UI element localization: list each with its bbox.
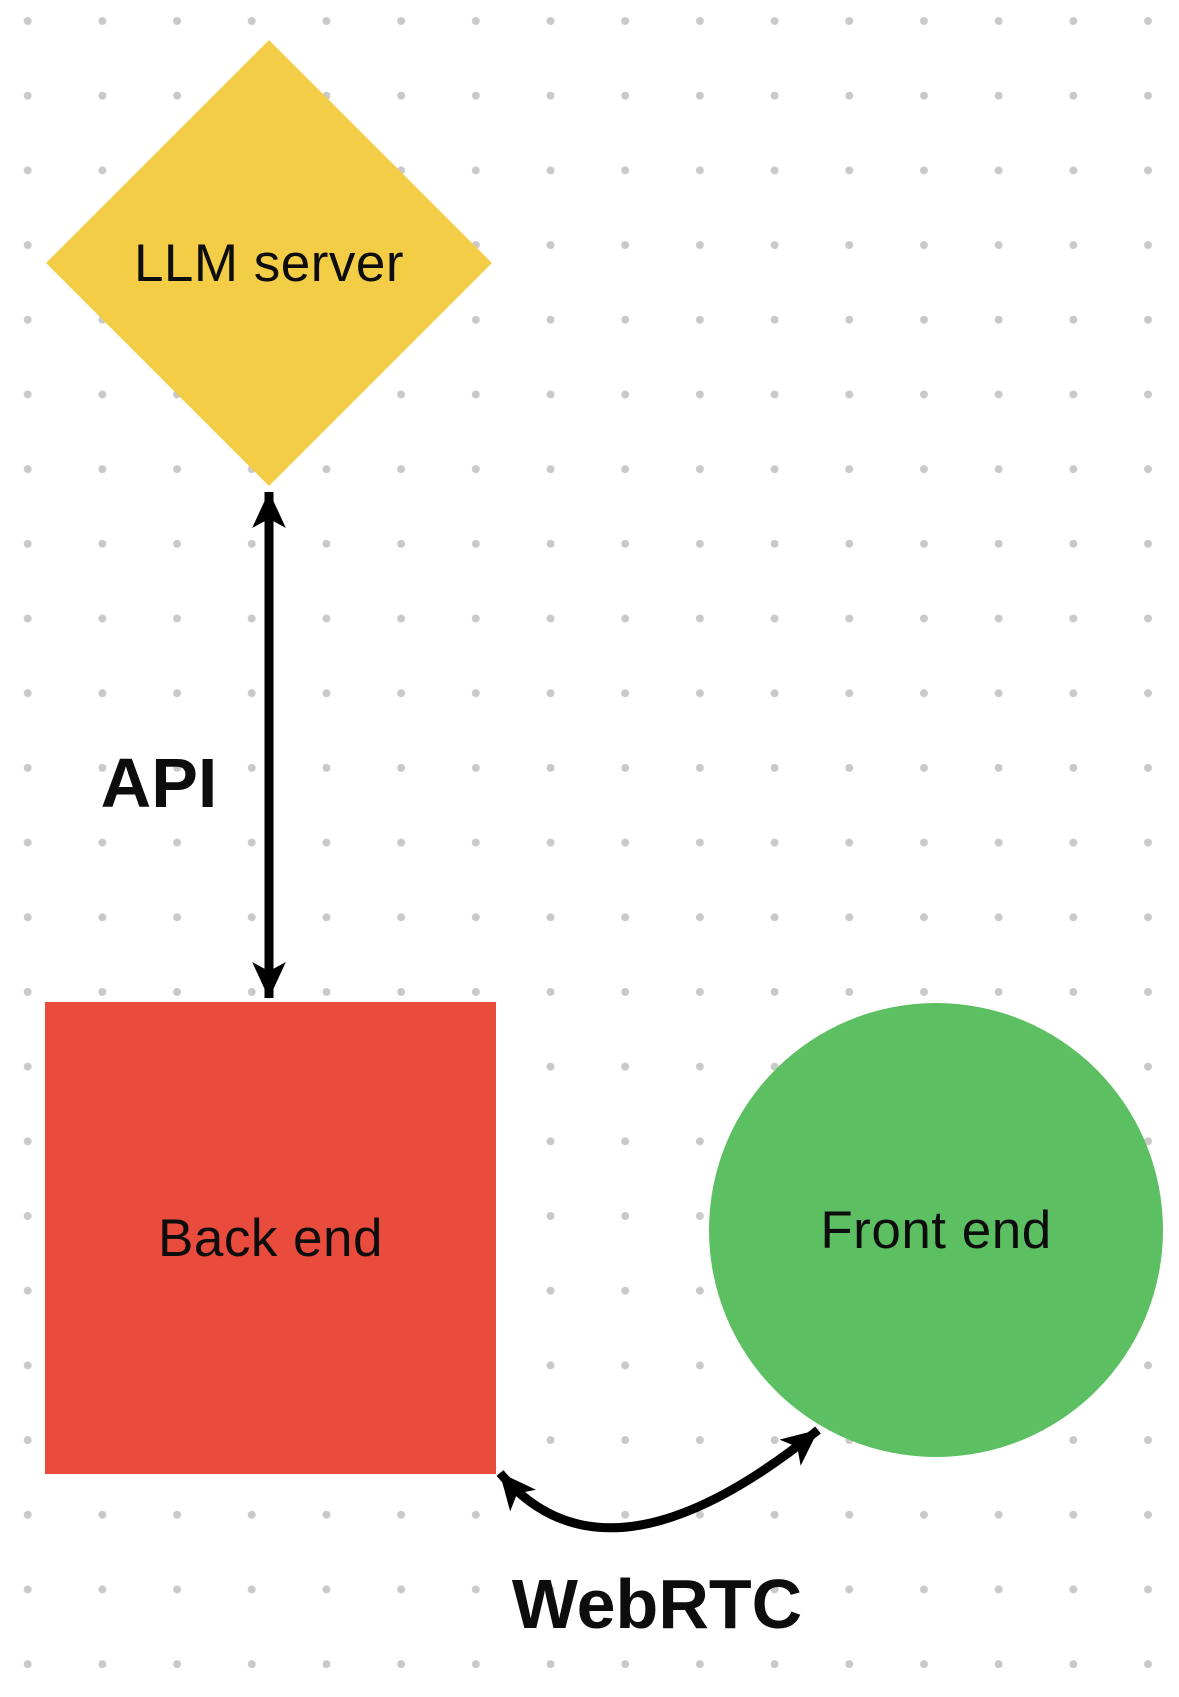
- node-front-end-label: Front end: [820, 1200, 1052, 1260]
- node-back-end[interactable]: Back end: [45, 1002, 496, 1474]
- edge-webrtc-label[interactable]: WebRTC: [511, 1565, 803, 1643]
- node-front-end[interactable]: Front end: [709, 1003, 1163, 1457]
- node-back-end-label: Back end: [158, 1208, 383, 1268]
- edge-api-label[interactable]: API: [100, 744, 218, 822]
- node-llm-server[interactable]: LLM server: [46, 40, 492, 486]
- node-llm-server-label: LLM server: [133, 233, 405, 293]
- edge-webrtc-arrow[interactable]: [496, 1426, 821, 1533]
